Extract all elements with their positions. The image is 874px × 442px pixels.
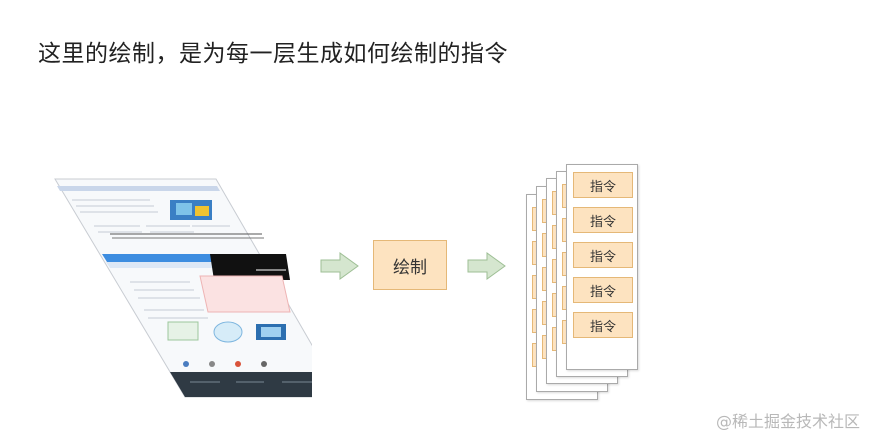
slide-heading: 这里的绘制，是为每一层生成如何绘制的指令 — [38, 41, 508, 67]
instruction-item: 指令 — [573, 312, 633, 338]
instruction-sheet-front: 指令 指令 指令 指令 指令 — [566, 164, 638, 370]
instruction-item: 指令 — [573, 172, 633, 198]
paint-process-box: 绘制 — [373, 240, 447, 290]
watermark: @稀土掘金技术社区 — [715, 412, 860, 431]
arrow-right-icon — [467, 252, 506, 280]
instruction-item: 指令 — [573, 277, 633, 303]
arrow-right-icon — [320, 252, 359, 280]
webpage-layers-illustration — [54, 178, 312, 398]
instruction-item: 指令 — [573, 242, 633, 268]
instruction-item: 指令 — [573, 207, 633, 233]
